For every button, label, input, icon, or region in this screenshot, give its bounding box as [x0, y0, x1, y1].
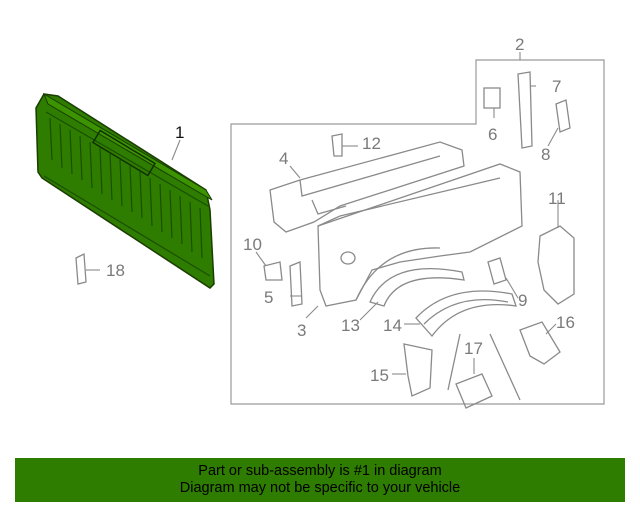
- callout-15: 15: [370, 366, 389, 385]
- info-banner: Part or sub-assembly is #1 in diagram Di…: [15, 458, 625, 502]
- hinge-bracket: [483, 87, 501, 109]
- mud-flap: [519, 321, 561, 365]
- wheel-arch-front: [369, 268, 465, 307]
- callout-14: 14: [383, 316, 402, 335]
- striker-plate: [555, 99, 571, 133]
- side-extension: [289, 261, 303, 307]
- callout-9: 9: [518, 291, 527, 310]
- banner-line-2: Diagram may not be specific to your vehi…: [179, 480, 461, 496]
- callout-13: 13: [341, 316, 360, 335]
- fuel-door: [447, 333, 521, 409]
- reinforcement: [403, 343, 433, 397]
- callout-1: 1: [175, 123, 184, 142]
- callout-7: 7: [552, 77, 561, 96]
- tailgate-hook: [75, 252, 87, 285]
- retainer-clip: [331, 133, 343, 157]
- callout-5: 5: [264, 288, 273, 307]
- callout-16: 16: [556, 313, 575, 332]
- callout-10: 10: [243, 235, 262, 254]
- callout-11: 11: [548, 189, 566, 208]
- corner-cap: [263, 261, 283, 281]
- callout-6: 6: [488, 125, 497, 144]
- callout-8: 8: [541, 145, 550, 164]
- gusset: [487, 257, 507, 285]
- leader-lines: [86, 52, 559, 375]
- callout-12: 12: [362, 134, 381, 153]
- callout-18: 18: [106, 261, 125, 280]
- callout-4: 4: [279, 149, 288, 168]
- wheel-house-inner: [415, 290, 517, 338]
- callout-3: 3: [297, 321, 306, 340]
- bed-side-lower: [317, 163, 523, 307]
- tailgate-panel[interactable]: [35, 92, 215, 289]
- bed-side-upper: [269, 141, 465, 233]
- callout-17: 17: [464, 339, 483, 358]
- banner-line-1: Part or sub-assembly is #1 in diagram: [198, 463, 442, 479]
- assembly-frame: [230, 59, 605, 405]
- stake-pocket-bracket: [517, 71, 533, 149]
- side-bracket: [537, 225, 575, 305]
- callout-2: 2: [515, 35, 524, 54]
